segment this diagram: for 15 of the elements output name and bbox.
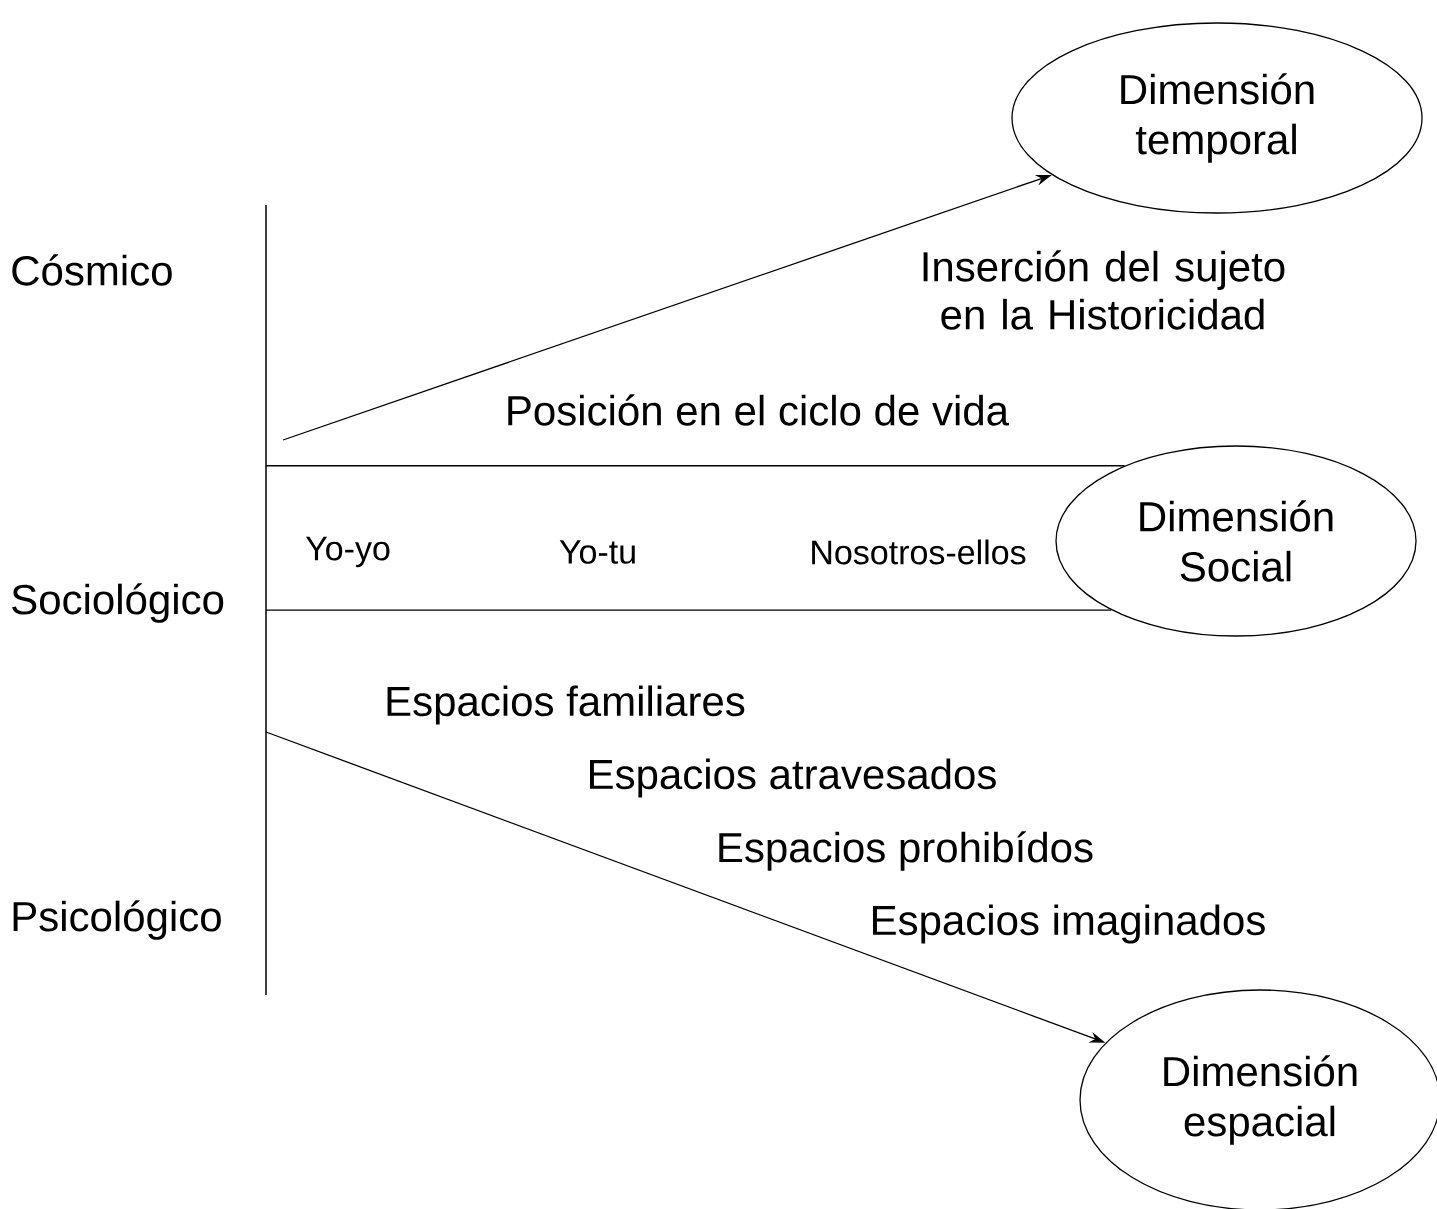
text-label: Inserción del sujeto en la Historicidad: [923, 250, 1285, 330]
text-label: Sociológico: [12, 583, 224, 623]
text-label: Psicológico: [13, 900, 221, 940]
line: [265, 609, 1112, 611]
text-label: Posición en el ciclo de vida: [508, 394, 1010, 426]
text-label: Espacios imaginados: [873, 904, 1265, 944]
text-label: Cósmico: [12, 254, 172, 286]
line: [265, 465, 1126, 467]
ellipse-node: Dimensión Social: [1055, 445, 1417, 637]
text-label: Espacios atravesados: [590, 758, 996, 798]
text-label: Yo-tu: [559, 540, 635, 564]
text-label: Yo-yo: [305, 536, 390, 568]
text-label: Espacios familiares: [387, 685, 745, 725]
text-label: Espacios prohibídos: [719, 831, 1093, 871]
ellipse-node: Dimensión temporal: [1011, 22, 1423, 214]
